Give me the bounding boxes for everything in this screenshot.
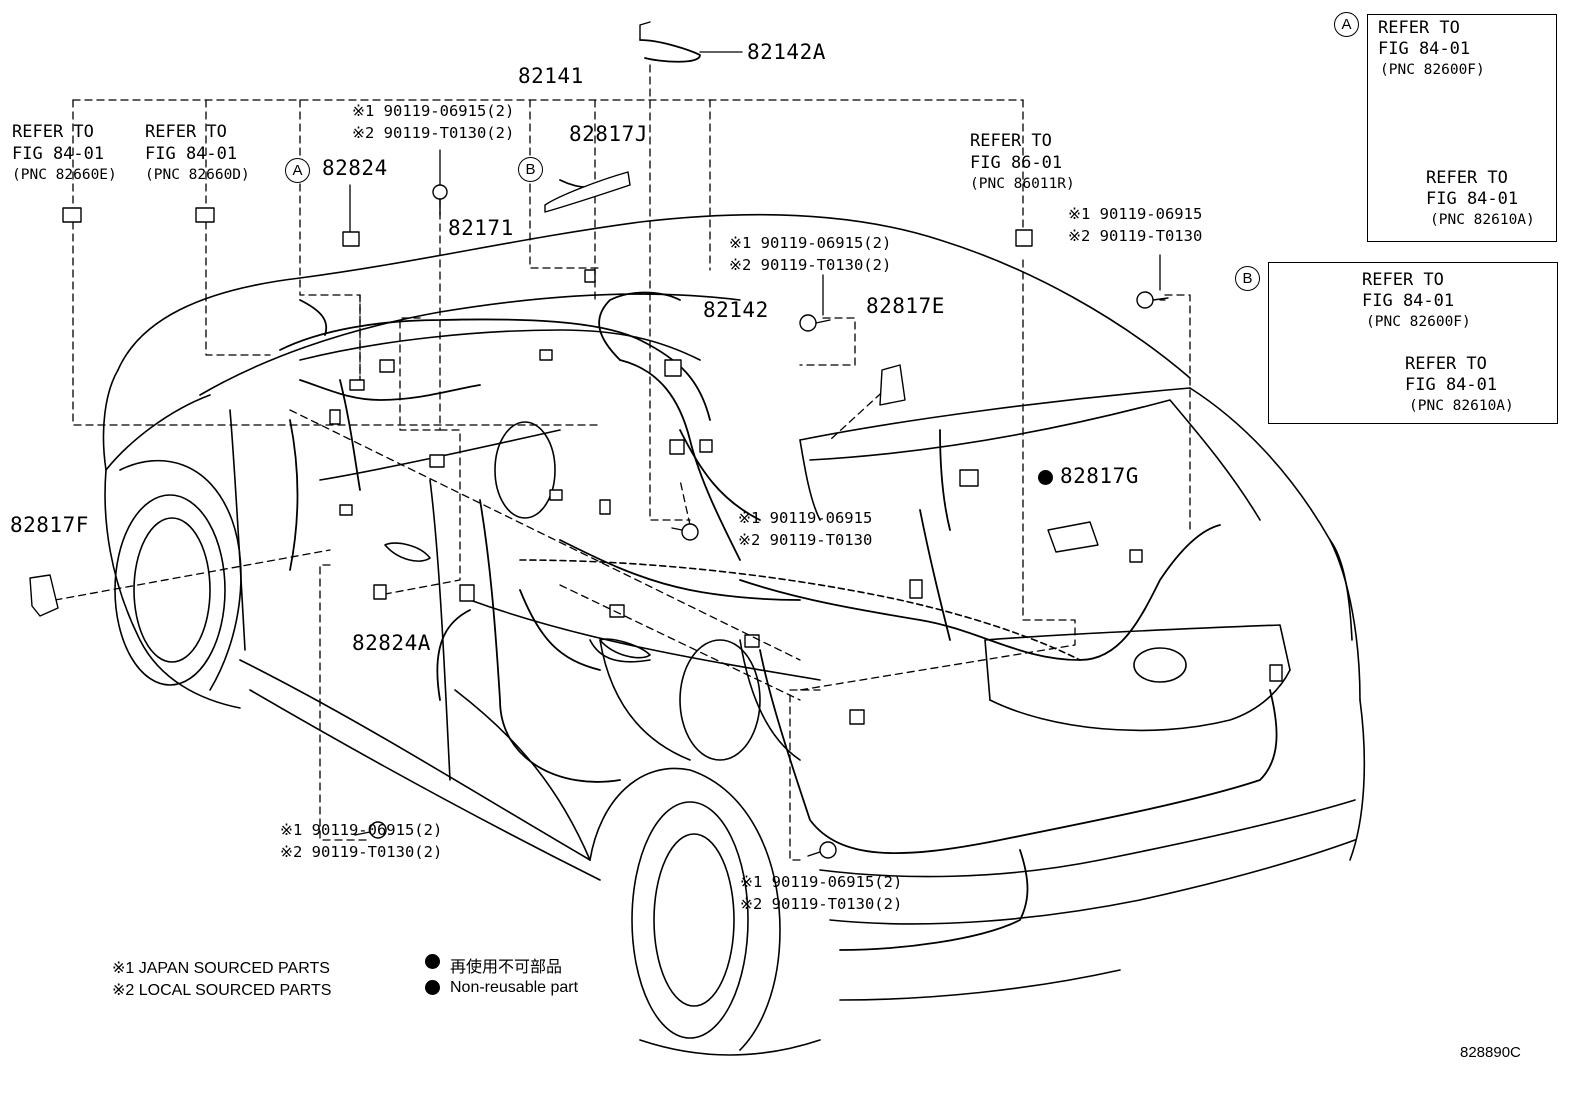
refer-line-2: FIG 84-01 (12, 144, 105, 164)
refer-line-1: REFER TO (970, 131, 1052, 151)
part-82824-label: 82824 (322, 156, 388, 180)
non-reusable-dot-82817g (1038, 470, 1053, 485)
inset-b-box (1268, 262, 1558, 424)
part-82171-label: 82171 (448, 216, 514, 240)
fastener-local: ※2 90119-T0130 (1068, 227, 1203, 245)
inset-a-marker: A (1334, 12, 1359, 37)
refer-line-3: (PNC 86011R) (970, 176, 1075, 192)
inset-a-ref2-line-1: REFER TO (1426, 168, 1508, 188)
inset-a-ref1-line-3: (PNC 82600F) (1380, 62, 1485, 78)
refer-line-2: FIG 84-01 (145, 144, 238, 164)
refer-line-3: (PNC 82660D) (145, 167, 250, 183)
legend-japan-sourced: ※1 JAPAN SOURCED PARTS (112, 960, 330, 977)
fastener-japan: ※1 90119-06915 (738, 509, 873, 527)
fastener-local: ※2 90119-T0130(2) (740, 895, 903, 913)
bolt-symbols (354, 184, 1169, 859)
vehicle-body-outline (102, 213, 1366, 1056)
fastener-japan: ※1 90119-06915(2) (352, 102, 515, 120)
wire-harness-lines (279, 39, 1278, 951)
fastener-japan: ※1 90119-06915(2) (740, 873, 903, 891)
fastener-japan: ※1 90119-06915 (1068, 205, 1203, 223)
inset-b-ref2-line-2: FIG 84-01 (1405, 375, 1498, 395)
legend-dot-icon (425, 954, 440, 969)
part-82824a-label: 82824A (352, 631, 431, 655)
fastener-local: ※2 90119-T0130 (738, 531, 873, 549)
fastener-japan: ※1 90119-06915(2) (729, 234, 892, 252)
legend-local-sourced: ※2 LOCAL SOURCED PARTS (112, 982, 332, 999)
figure-code: 828890C (1460, 1044, 1521, 1061)
legend-dot-icon (425, 980, 440, 995)
part-82142a-label: 82142A (747, 40, 826, 64)
inset-a-ref1-line-1: REFER TO (1378, 18, 1460, 38)
legend-non-reusable-jp: 再使用不可部品 (450, 959, 563, 976)
inset-b-ref1-line-3: (PNC 82600F) (1366, 314, 1471, 330)
inset-b-ref2-line-1: REFER TO (1405, 354, 1487, 374)
refer-line-3: (PNC 82660E) (12, 167, 117, 183)
leader-lines (54, 64, 1351, 861)
part-82817j-label: 82817J (569, 122, 648, 146)
inset-a-box (1367, 14, 1557, 242)
refer-line-2: FIG 86-01 (970, 153, 1063, 173)
fastener-local: ※2 90119-T0130(2) (352, 124, 515, 142)
part-82141-label: 82141 (518, 64, 584, 88)
fastener-japan: ※1 90119-06915(2) (280, 821, 443, 839)
callout-a-marker: A (285, 158, 310, 183)
refer-line-1: REFER TO (12, 122, 94, 142)
inset-b-ref1-line-2: FIG 84-01 (1362, 291, 1455, 311)
inset-a-ref2-line-3: (PNC 82610A) (1430, 212, 1535, 228)
inset-a-ref1-line-2: FIG 84-01 (1378, 39, 1471, 59)
fastener-local: ※2 90119-T0130(2) (280, 843, 443, 861)
inset-b-ref2-line-3: (PNC 82610A) (1409, 398, 1514, 414)
legend-non-reusable-en: Non-reusable part (450, 979, 579, 996)
fastener-local: ※2 90119-T0130(2) (729, 256, 892, 274)
inset-a-ref2-line-2: FIG 84-01 (1426, 189, 1519, 209)
inset-b-ref1-line-1: REFER TO (1362, 270, 1444, 290)
part-82142-label: 82142 (703, 298, 769, 322)
callout-b-marker: B (518, 157, 543, 182)
inset-b-marker: B (1235, 266, 1260, 291)
part-82817e-label: 82817E (866, 294, 945, 318)
harness-connectors (329, 269, 1283, 725)
refer-line-1: REFER TO (145, 122, 227, 142)
part-82817f-label: 82817F (10, 513, 89, 537)
small-parts (29, 21, 1099, 617)
part-82817g-label: 82817G (1060, 464, 1139, 488)
